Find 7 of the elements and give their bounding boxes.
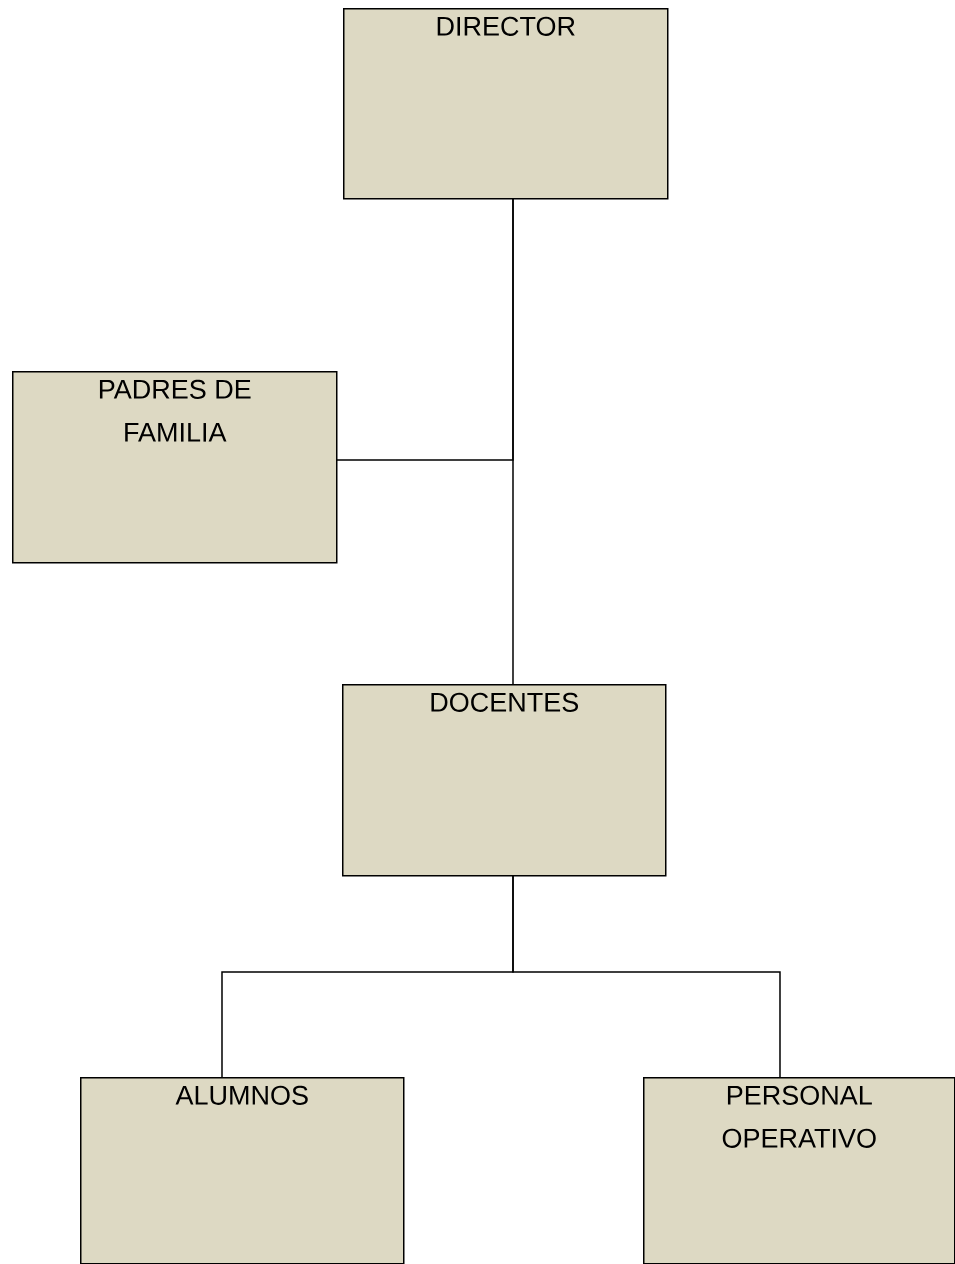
org-box: DOCENTES <box>342 684 667 877</box>
org-box: DIRECTOR <box>343 8 669 200</box>
connector-line <box>512 874 781 1078</box>
connector-line <box>335 197 514 461</box>
org-box: PERSONAL OPERATIVO <box>643 1077 955 1264</box>
org-box: ALUMNOS <box>80 1077 405 1264</box>
org-box: PADRES DE FAMILIA <box>12 371 338 564</box>
